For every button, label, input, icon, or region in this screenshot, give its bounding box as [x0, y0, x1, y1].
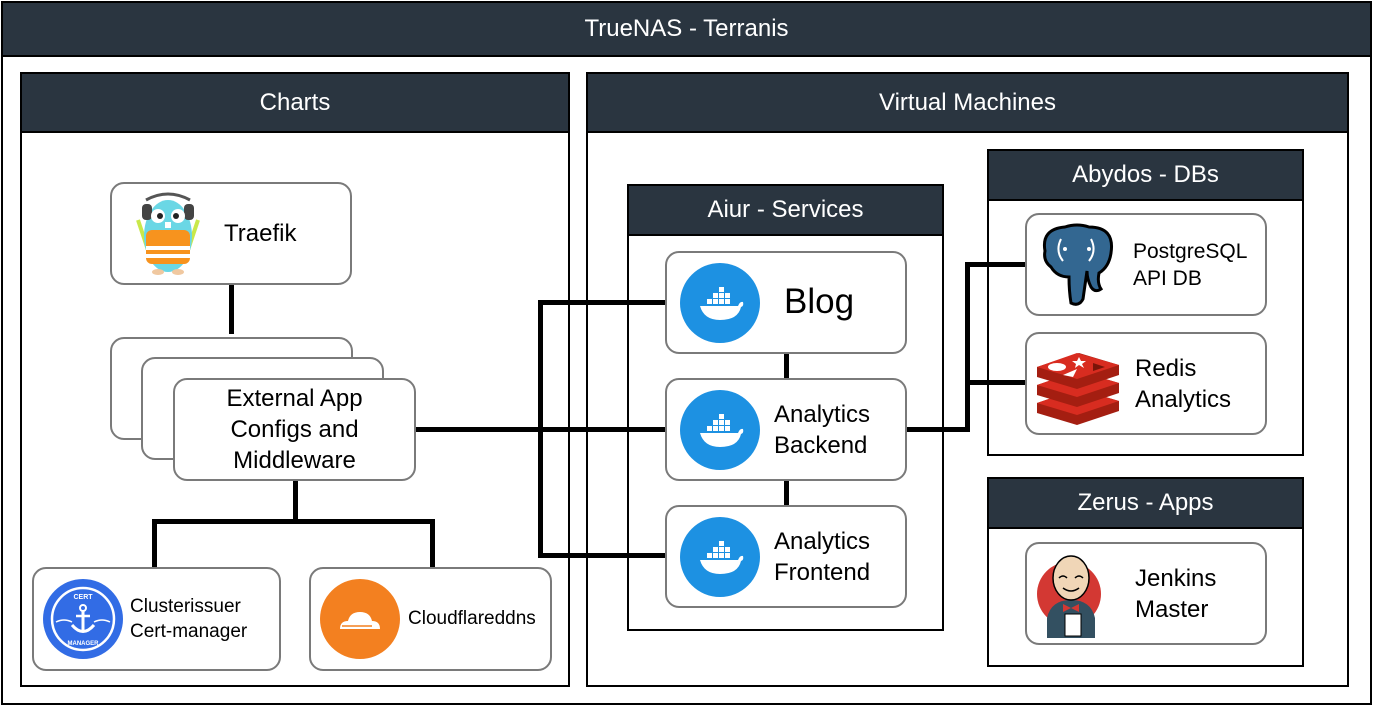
- analytics-backend-label: Analytics Backend: [774, 399, 870, 461]
- cert-badge-top: CERT: [73, 594, 93, 601]
- zerus-apps-title: Zerus - Apps: [1077, 489, 1214, 516]
- connector-to-redis: [965, 380, 1027, 385]
- virtual-machines-title: Virtual Machines: [879, 88, 1056, 116]
- redis-label-line-2: Analytics: [1135, 385, 1232, 413]
- connector-bus-frontend: [538, 553, 666, 558]
- external-app-configs-node[interactable]: External App Configs and Middleware: [173, 378, 416, 481]
- backend-label-line-1: Analytics: [774, 400, 871, 428]
- redis-label-line-1: Redis: [1135, 354, 1197, 382]
- traefik-label: Traefik: [224, 219, 297, 247]
- jenkins-label: Jenkins Master: [1135, 563, 1216, 625]
- external-app-label: External App Configs and Middleware: [226, 383, 362, 476]
- postgresql-label: PostgreSQL API DB: [1133, 238, 1247, 292]
- zerus-apps-header: Zerus - Apps: [989, 479, 1302, 529]
- jenkins-icon: [1037, 548, 1107, 640]
- virtual-machines-header: Virtual Machines: [588, 74, 1347, 133]
- blog-label: Blog: [784, 282, 855, 322]
- cert-manager-node[interactable]: CERT MANAGER Clusterissuer Cert-manager: [32, 567, 281, 671]
- cloudflare-icon: [320, 579, 400, 659]
- docker-icon: [680, 389, 760, 470]
- cert-badge-bottom: MANAGER: [68, 641, 100, 647]
- connector-bus-vertical: [538, 300, 543, 558]
- backend-label-line-2: Backend: [774, 431, 868, 459]
- aiur-services-title: Aiur - Services: [707, 196, 864, 223]
- connector-bus-blog: [538, 300, 666, 305]
- jenkins-node[interactable]: Jenkins Master: [1025, 542, 1267, 645]
- traefik-node[interactable]: Traefik: [110, 182, 352, 285]
- redis-label: Redis Analytics: [1135, 353, 1231, 415]
- cert-manager-label: Clusterissuer Cert-manager: [130, 594, 247, 644]
- blog-node[interactable]: Blog: [665, 251, 907, 354]
- postgres-label-line-2: API DB: [1133, 266, 1202, 290]
- connector-to-postgres: [965, 262, 1027, 267]
- postgresql-icon: [1035, 221, 1119, 309]
- frontend-label-line-1: Analytics: [774, 527, 871, 555]
- docker-icon: [680, 262, 760, 343]
- connector-to-certmanager: [152, 519, 157, 569]
- external-label-line-3: Middleware: [233, 447, 356, 474]
- truenas-terranis-header: TrueNAS - Terranis: [3, 3, 1370, 57]
- cloudflareddns-node[interactable]: Cloudflareddns: [309, 567, 552, 671]
- cert-manager-icon: CERT MANAGER: [42, 578, 124, 660]
- connector-traefik-external: [229, 284, 234, 334]
- postgresql-node[interactable]: PostgreSQL API DB: [1025, 213, 1267, 316]
- external-label-line-1: External App: [226, 385, 363, 412]
- connector-db-vertical: [965, 262, 970, 432]
- gopher-traefik-icon: [132, 192, 204, 276]
- docker-icon: [680, 516, 760, 597]
- external-label-line-2: Configs and: [230, 416, 359, 443]
- connector-backend-frontend: [784, 480, 789, 506]
- cert-label-line-1: Clusterissuer: [130, 596, 241, 617]
- redis-icon: [1033, 341, 1123, 427]
- diagram-title: TrueNAS - Terranis: [584, 15, 789, 42]
- cloudflareddns-label: Cloudflareddns: [408, 608, 536, 630]
- redis-node[interactable]: Redis Analytics: [1025, 332, 1267, 435]
- postgres-label-line-1: PostgreSQL: [1133, 239, 1248, 263]
- analytics-frontend-node[interactable]: Analytics Frontend: [665, 505, 907, 608]
- charts-header: Charts: [22, 74, 568, 133]
- jenkins-label-line-2: Master: [1135, 595, 1209, 623]
- connector-split-horizontal: [152, 519, 435, 524]
- aiur-services-header: Aiur - Services: [629, 186, 942, 236]
- analytics-backend-node[interactable]: Analytics Backend: [665, 378, 907, 481]
- jenkins-label-line-1: Jenkins: [1135, 564, 1217, 592]
- connector-blog-backend: [784, 352, 789, 380]
- cert-label-line-2: Cert-manager: [130, 621, 248, 642]
- frontend-label-line-2: Frontend: [774, 558, 871, 586]
- connector-external-down: [293, 480, 298, 522]
- analytics-frontend-label: Analytics Frontend: [774, 526, 870, 588]
- charts-title: Charts: [259, 88, 331, 116]
- connector-to-cloudflare: [430, 519, 435, 569]
- abydos-dbs-title: Abydos - DBs: [1072, 161, 1219, 188]
- abydos-dbs-header: Abydos - DBs: [989, 151, 1302, 201]
- connector-backend-db: [906, 427, 970, 432]
